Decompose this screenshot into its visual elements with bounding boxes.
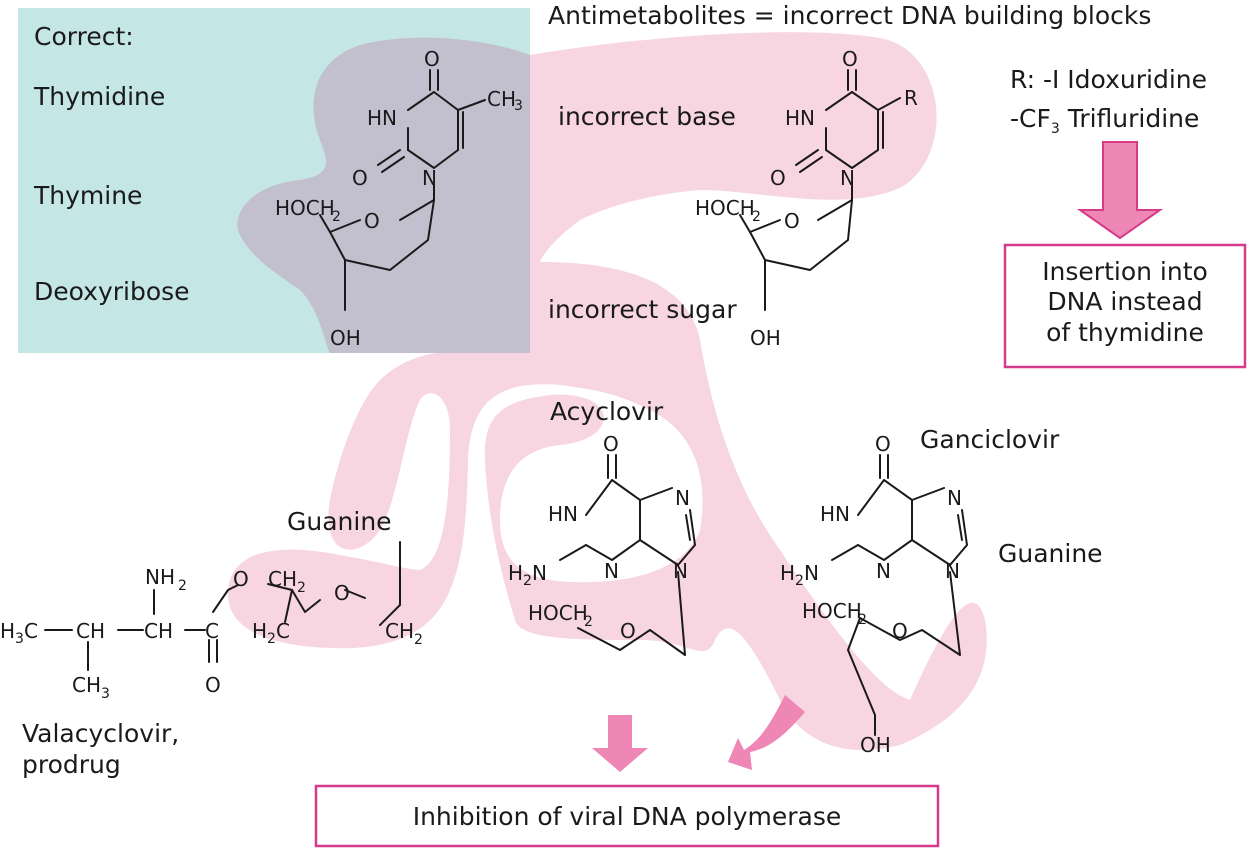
atom-hn: HN (820, 502, 850, 526)
atom-n: N (876, 559, 891, 583)
insertion-line-1: Insertion into (1042, 257, 1208, 286)
r-idoxuridine: R: -I Idoxuridine (1010, 65, 1207, 94)
atom-hoch2: HOCH (528, 601, 588, 625)
atom-r: R (904, 86, 918, 110)
label-thymidine: Thymidine (33, 82, 165, 111)
diagram-title: Antimetabolites = incorrect DNA building… (548, 1, 1151, 30)
insertion-line-2: DNA instead (1047, 287, 1202, 316)
atom-n: N (673, 559, 688, 583)
valacyclovir-structure: O CH 2 O H2C CH 2 NH 2 H3C CH CH C O CH … (0, 541, 423, 702)
atom-o: O (205, 673, 221, 697)
r-trifluridine: -CF3 Trifluridine (1010, 104, 1199, 137)
atom-ch2-sub: 2 (414, 632, 423, 648)
atom-hoch2: HOCH (695, 196, 755, 220)
atom-n: N (422, 166, 437, 190)
atom-n: N (675, 486, 690, 510)
atom-o: O (842, 47, 858, 71)
atom-o: O (352, 166, 368, 190)
label-deoxyribose: Deoxyribose (34, 277, 190, 306)
label-guanine-top: Guanine (287, 507, 392, 536)
overlap-region (237, 37, 530, 353)
atom-o: O (770, 166, 786, 190)
atom-ch3-sub: 3 (514, 98, 523, 114)
label-thymine: Thymine (33, 181, 142, 210)
atom-oh: OH (750, 326, 781, 350)
atom-o: O (233, 567, 249, 591)
atom-nh2: NH (145, 565, 175, 589)
antimetabolite-region (227, 32, 987, 750)
atom-o: O (875, 432, 891, 456)
atom-hn: HN (548, 502, 578, 526)
label-guanine-right: Guanine (998, 539, 1103, 568)
atom-h3c: H3C (0, 619, 38, 647)
label-incorrect-sugar: incorrect sugar (548, 295, 737, 324)
atom-ch: CH (144, 619, 173, 643)
atom-ch2: CH (268, 567, 297, 591)
insertion-box (1003, 243, 1247, 369)
atom-c: C (205, 619, 219, 643)
correct-heading: Correct: (34, 22, 134, 51)
result-text: Inhibition of viral DNA polymerase (413, 802, 842, 831)
atom-n: N (947, 486, 962, 510)
atom-oh: OH (860, 733, 891, 757)
thymidine-structure: O HN CH 3 O N HOCH 2 O OH (275, 47, 523, 350)
atom-nh2-sub: 2 (178, 578, 187, 594)
atom-ch3-sub: 3 (101, 686, 110, 702)
label-ganciclovir: Ganciclovir (920, 425, 1060, 454)
nucleoside-analog-structure: O HN R O N HOCH 2 O OH (695, 47, 918, 350)
atom-o: O (620, 619, 636, 643)
atom-hoch2-sub: 2 (752, 209, 761, 225)
atom-ch2-sub: 2 (297, 580, 306, 596)
atom-ch2: CH (385, 619, 414, 643)
atom-o: O (603, 432, 619, 456)
atom-hoch2: HOCH (275, 196, 335, 220)
atom-hoch2-sub: 2 (584, 614, 593, 630)
atom-hoch2: HOCH (802, 599, 862, 623)
atom-hn: HN (367, 106, 397, 130)
atom-n: N (604, 559, 619, 583)
atom-ch: CH (76, 619, 105, 643)
atom-h2n: H2N (508, 561, 547, 589)
atom-h2c: H2C (252, 619, 290, 647)
atom-hoch2-sub: 2 (332, 209, 341, 225)
atom-h2n: H2N (780, 561, 819, 589)
atom-o: O (364, 209, 380, 233)
atom-ch3: CH (487, 87, 516, 111)
atom-o: O (334, 581, 350, 605)
atom-hoch2-sub: 2 (858, 612, 867, 628)
label-prodrug: prodrug (22, 750, 121, 779)
insertion-arrow (1076, 141, 1164, 240)
arrow-curved (728, 695, 805, 770)
result-box (314, 784, 940, 848)
atom-oh: OH (330, 326, 361, 350)
arrow-down (592, 715, 648, 772)
atom-n: N (945, 559, 960, 583)
atom-o: O (424, 47, 440, 71)
label-valacyclovir: Valacyclovir, (22, 719, 179, 748)
atom-n: N (840, 166, 855, 190)
label-acyclovir: Acyclovir (550, 397, 664, 426)
atom-o: O (892, 619, 908, 643)
label-incorrect-base: incorrect base (558, 102, 736, 131)
atom-ch3: CH (72, 673, 101, 697)
acyclovir-structure: O HN N H2N N N HOCH 2 O (508, 432, 696, 656)
atom-o: O (784, 209, 800, 233)
atom-hn: HN (785, 106, 815, 130)
ganciclovir-structure: O HN N H2N N N HOCH 2 O OH (780, 432, 968, 757)
insertion-line-3: of thymidine (1046, 318, 1204, 347)
